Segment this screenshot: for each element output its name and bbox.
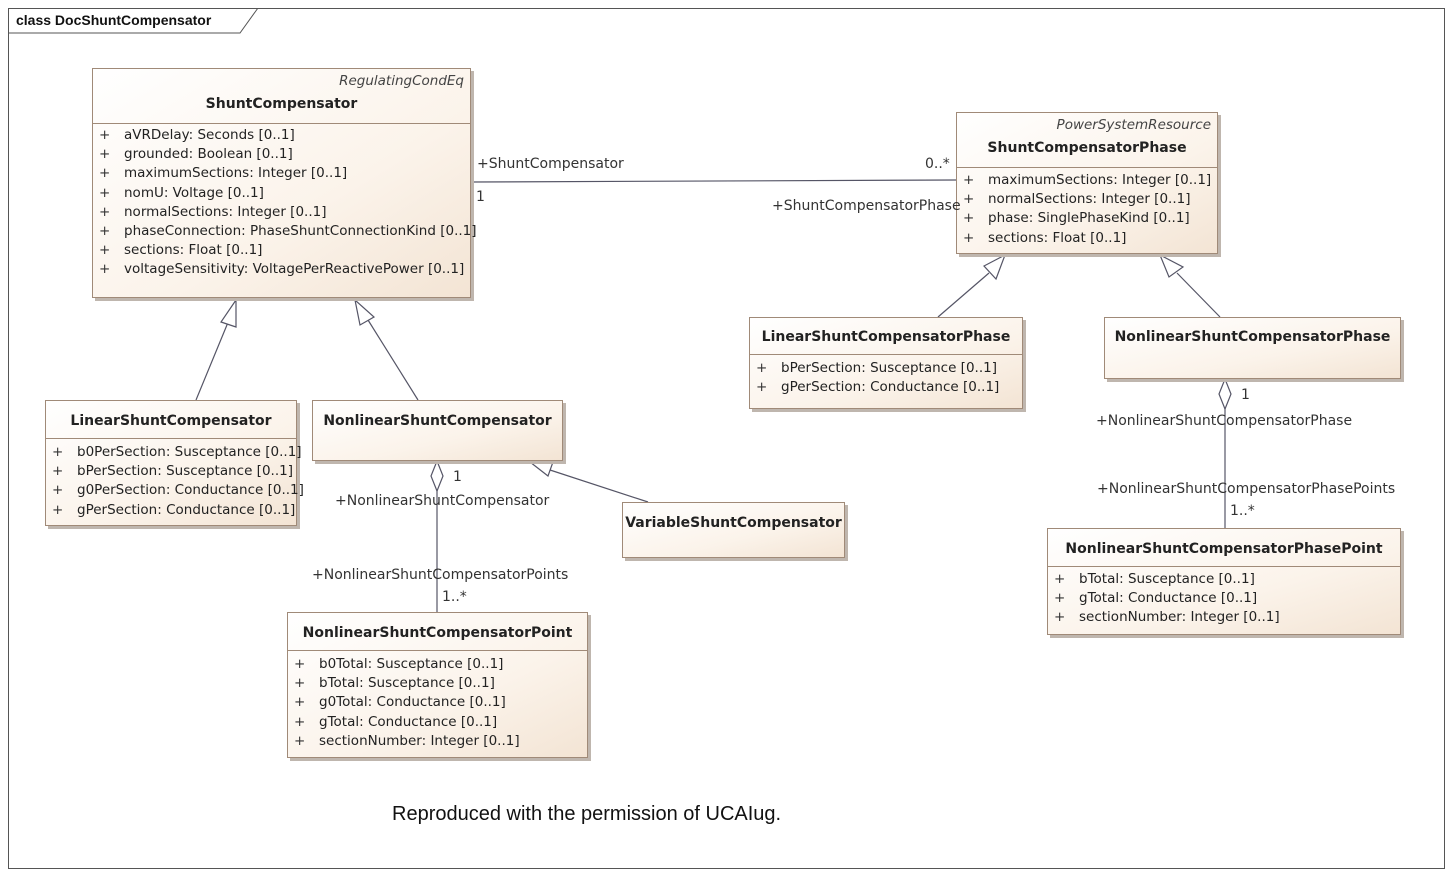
frame-title-tab xyxy=(8,8,260,34)
compartment-divider xyxy=(288,650,587,651)
class-variable-shunt-compensator[interactable]: VariableShuntCompensator xyxy=(622,502,845,558)
class-name: NonlinearShuntCompensatorPhasePoint xyxy=(1065,541,1383,557)
attribute-row[interactable]: +bPerSection: Susceptance [0..1] xyxy=(52,463,293,480)
class-name: LinearShuntCompensator xyxy=(70,413,272,429)
compartment-divider xyxy=(1048,566,1400,567)
class-name: LinearShuntCompensatorPhase xyxy=(761,329,1011,345)
frame-title: class DocShuntCompensator xyxy=(16,12,212,28)
attribute-list: +bPerSection: Susceptance [0..1] +gPerSe… xyxy=(750,359,1022,397)
generalization-arrowhead-linear-sc xyxy=(220,298,237,328)
attribute-list: +maximumSections: Integer [0..1] +normal… xyxy=(957,171,1217,248)
attribute-row[interactable]: +sectionNumber: Integer [0..1] xyxy=(294,732,520,749)
attribute-row[interactable]: +aVRDelay: Seconds [0..1] xyxy=(99,127,295,143)
attribute-row[interactable]: +gPerSection: Conductance [0..1] xyxy=(52,501,296,518)
generalization-line-nonlinear-sc[interactable] xyxy=(367,319,419,401)
class-nonlinear-shunt-compensator-phase[interactable]: NonlinearShuntCompensatorPhase xyxy=(1104,317,1401,379)
class-name: NonlinearShuntCompensatorPhase xyxy=(1114,329,1391,345)
attribute-row[interactable]: +b0PerSection: Susceptance [0..1] xyxy=(52,444,302,460)
role-label-nonlinear-scp: +NonlinearShuntCompensatorPhase xyxy=(1096,413,1353,429)
class-name: ShuntCompensatorPhase xyxy=(987,140,1187,156)
attribute-row[interactable]: +sectionNumber: Integer [0..1] xyxy=(1054,609,1280,626)
generalization-arrowhead-variable-sc xyxy=(528,461,554,477)
generalization-arrowhead-nonlinear-sc xyxy=(354,298,376,326)
compartment-divider xyxy=(957,167,1217,168)
diagram-frame xyxy=(8,8,1445,869)
class-nonlinear-shunt-compensator-phase-point[interactable]: NonlinearShuntCompensatorPhasePoint +bTo… xyxy=(1047,528,1401,635)
attribute-row[interactable]: +gTotal: Conductance [0..1] xyxy=(294,713,498,730)
multiplicity-label-nonlinear-scp-points: 1..* xyxy=(1230,503,1255,519)
role-label-shunt-compensator: +ShuntCompensator xyxy=(477,156,624,172)
attribute-row[interactable]: +gTotal: Conductance [0..1] xyxy=(1054,590,1258,607)
multiplicity-label-nonlinear-sc-points: 1..* xyxy=(442,589,467,605)
attribute-list: +bTotal: Susceptance [0..1] +gTotal: Con… xyxy=(1048,570,1400,628)
attribute-list: +b0Total: Susceptance [0..1] +bTotal: Su… xyxy=(288,655,587,751)
attribute-row[interactable]: +voltageSensitivity: VoltagePerReactiveP… xyxy=(99,261,465,278)
class-name: VariableShuntCompensator xyxy=(625,515,842,531)
generalization-line-linear-scp[interactable] xyxy=(937,272,990,318)
class-name: NonlinearShuntCompensator xyxy=(323,413,552,429)
attribute-row[interactable]: +g0Total: Conductance [0..1] xyxy=(294,694,506,711)
generalization-line-nonlinear-scp[interactable] xyxy=(1176,272,1221,318)
class-linear-shunt-compensator[interactable]: LinearShuntCompensator +b0PerSection: Su… xyxy=(45,400,304,526)
class-name: NonlinearShuntCompensatorPoint xyxy=(302,625,573,641)
stereotype-label: PowerSystemResource xyxy=(1056,117,1211,133)
multiplicity-label-nonlinear-scp: 1 xyxy=(1241,387,1250,403)
aggregation-diamond-nl-phase-points xyxy=(1218,377,1232,411)
attribute-row[interactable]: +bTotal: Susceptance [0..1] xyxy=(294,675,495,692)
attribute-row[interactable]: +phaseConnection: PhaseShuntConnectionKi… xyxy=(99,222,477,239)
attribute-row[interactable]: +maximumSections: Integer [0..1] xyxy=(99,165,348,182)
class-nonlinear-shunt-compensator-point[interactable]: NonlinearShuntCompensatorPoint +b0Total:… xyxy=(287,612,588,758)
attribute-list: +b0PerSection: Susceptance [0..1] +bPerS… xyxy=(46,443,304,520)
attribute-row[interactable]: +bTotal: Susceptance [0..1] xyxy=(1054,571,1255,587)
class-shunt-compensator[interactable]: RegulatingCondEq ShuntCompensator +aVRDe… xyxy=(92,68,477,298)
generalization-line-variable-sc[interactable] xyxy=(549,469,649,503)
role-label-nonlinear-sc: +NonlinearShuntCompensator xyxy=(335,493,550,509)
role-label-nonlinear-sc-points: +NonlinearShuntCompensatorPoints xyxy=(312,567,569,583)
class-shunt-compensator-phase[interactable]: PowerSystemResource ShuntCompensatorPhas… xyxy=(956,112,1218,254)
compartment-divider xyxy=(93,123,470,124)
attribute-row[interactable]: +sections: Float [0..1] xyxy=(963,229,1127,246)
attribute-row[interactable]: +g0PerSection: Conductance [0..1] xyxy=(52,482,304,499)
generalization-arrowhead-linear-scp xyxy=(983,253,1007,281)
aggregation-diamond-nl-points xyxy=(430,459,444,493)
attribute-row[interactable]: +grounded: Boolean [0..1] xyxy=(99,146,293,163)
generalization-line-linear-sc[interactable] xyxy=(195,319,230,401)
generalization-arrowhead-nonlinear-scp xyxy=(1158,253,1185,278)
role-label-nonlinear-scp-points: +NonlinearShuntCompensatorPhasePoints xyxy=(1097,481,1396,497)
attribute-row[interactable]: +sections: Float [0..1] xyxy=(99,242,263,259)
multiplicity-label-shunt-compensator-phase: 0..* xyxy=(925,156,950,172)
role-label-shunt-compensator-phase: +ShuntCompensatorPhase xyxy=(772,198,961,214)
permission-footnote: Reproduced with the permission of UCAIug… xyxy=(392,803,782,825)
attribute-row[interactable]: +phase: SinglePhaseKind [0..1] xyxy=(963,210,1190,227)
compartment-divider xyxy=(750,354,1022,355)
multiplicity-label-shunt-compensator: 1 xyxy=(476,189,485,205)
class-linear-shunt-compensator-phase[interactable]: LinearShuntCompensatorPhase +bPerSection… xyxy=(749,317,1023,409)
attribute-row[interactable]: +bPerSection: Susceptance [0..1] xyxy=(756,360,997,376)
association-line-sc-phase[interactable] xyxy=(470,179,957,183)
multiplicity-label-nonlinear-sc: 1 xyxy=(453,469,462,485)
attribute-row[interactable]: +b0Total: Susceptance [0..1] xyxy=(294,656,504,672)
attribute-list: +aVRDelay: Seconds [0..1] +grounded: Boo… xyxy=(93,126,477,280)
attribute-row[interactable]: +nomU: Voltage [0..1] xyxy=(99,184,264,201)
compartment-divider xyxy=(46,438,296,439)
attribute-row[interactable]: +normalSections: Integer [0..1] xyxy=(963,191,1191,208)
class-nonlinear-shunt-compensator[interactable]: NonlinearShuntCompensator xyxy=(312,400,563,461)
attribute-row[interactable]: +gPerSection: Conductance [0..1] xyxy=(756,379,1000,396)
stereotype-label: RegulatingCondEq xyxy=(339,73,464,89)
attribute-row[interactable]: +normalSections: Integer [0..1] xyxy=(99,203,327,220)
attribute-row[interactable]: +maximumSections: Integer [0..1] xyxy=(963,172,1212,188)
class-name: ShuntCompensator xyxy=(205,96,358,112)
